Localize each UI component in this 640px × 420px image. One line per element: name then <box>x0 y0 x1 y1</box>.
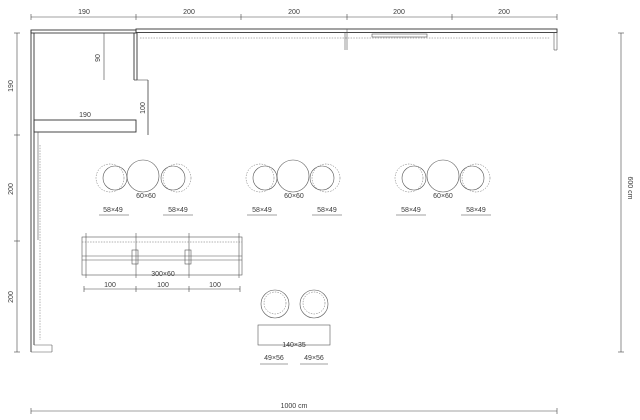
bottom-dimension: 1000 cm <box>30 403 558 414</box>
shelf-segment-1: 100 <box>104 282 116 289</box>
bottom-dim-label: 1000 cm <box>281 403 308 410</box>
chair-2-left-size: 58×49 <box>252 207 272 214</box>
chair-1-right-size: 58×49 <box>168 207 188 214</box>
corner-booth: 90 190 100 <box>30 29 149 240</box>
left-dim-2: 200 <box>8 183 15 195</box>
table-group-2: 60×60 58×49 58×49 <box>245 159 342 216</box>
right-dimension: 600 cm <box>618 32 633 353</box>
booth-height-dim: 90 <box>95 54 102 62</box>
table-3-size: 60×60 <box>433 193 453 200</box>
left-dim-3: 200 <box>8 291 15 303</box>
chair-2-right-size: 58×49 <box>317 207 337 214</box>
right-dim-label: 600 cm <box>626 177 633 200</box>
chair-3-right-size: 58×49 <box>466 207 486 214</box>
lounge-chair-left-size: 49×56 <box>264 355 284 362</box>
left-wall <box>30 30 53 353</box>
left-dimension-chain: 190 200 200 <box>8 32 20 353</box>
top-dim-2: 200 <box>183 9 195 16</box>
shelf-segment-3: 100 <box>209 282 221 289</box>
chair-1-left-size: 58×49 <box>103 207 123 214</box>
back-wall <box>135 28 558 51</box>
shelf-unit: 300×60 100 100 100 <box>81 233 243 292</box>
top-dim-1: 190 <box>78 9 90 16</box>
top-dim-3: 200 <box>288 9 300 16</box>
booth-width-dim: 190 <box>79 112 91 119</box>
table-1-size: 60×60 <box>136 193 156 200</box>
chair-3-left-size: 58×49 <box>401 207 421 214</box>
shelf-size: 300×60 <box>151 271 175 278</box>
lounge-table-size: 140×35 <box>282 342 306 349</box>
top-dimension-chain: 190 200 200 200 200 <box>30 9 558 20</box>
table-group-1: 60×60 58×49 58×49 <box>95 159 193 216</box>
left-dim-1: 190 <box>8 80 15 92</box>
shelf-segment-2: 100 <box>157 282 169 289</box>
table-2-size: 60×60 <box>284 193 304 200</box>
lounge-area: 140×35 49×56 49×56 <box>257 289 331 365</box>
top-dim-5: 200 <box>498 9 510 16</box>
top-dim-4: 200 <box>393 9 405 16</box>
table-group-3: 60×60 58×49 58×49 <box>394 159 491 216</box>
lounge-chair-right-size: 49×56 <box>304 355 324 362</box>
booth-depth-dim: 100 <box>140 102 147 114</box>
